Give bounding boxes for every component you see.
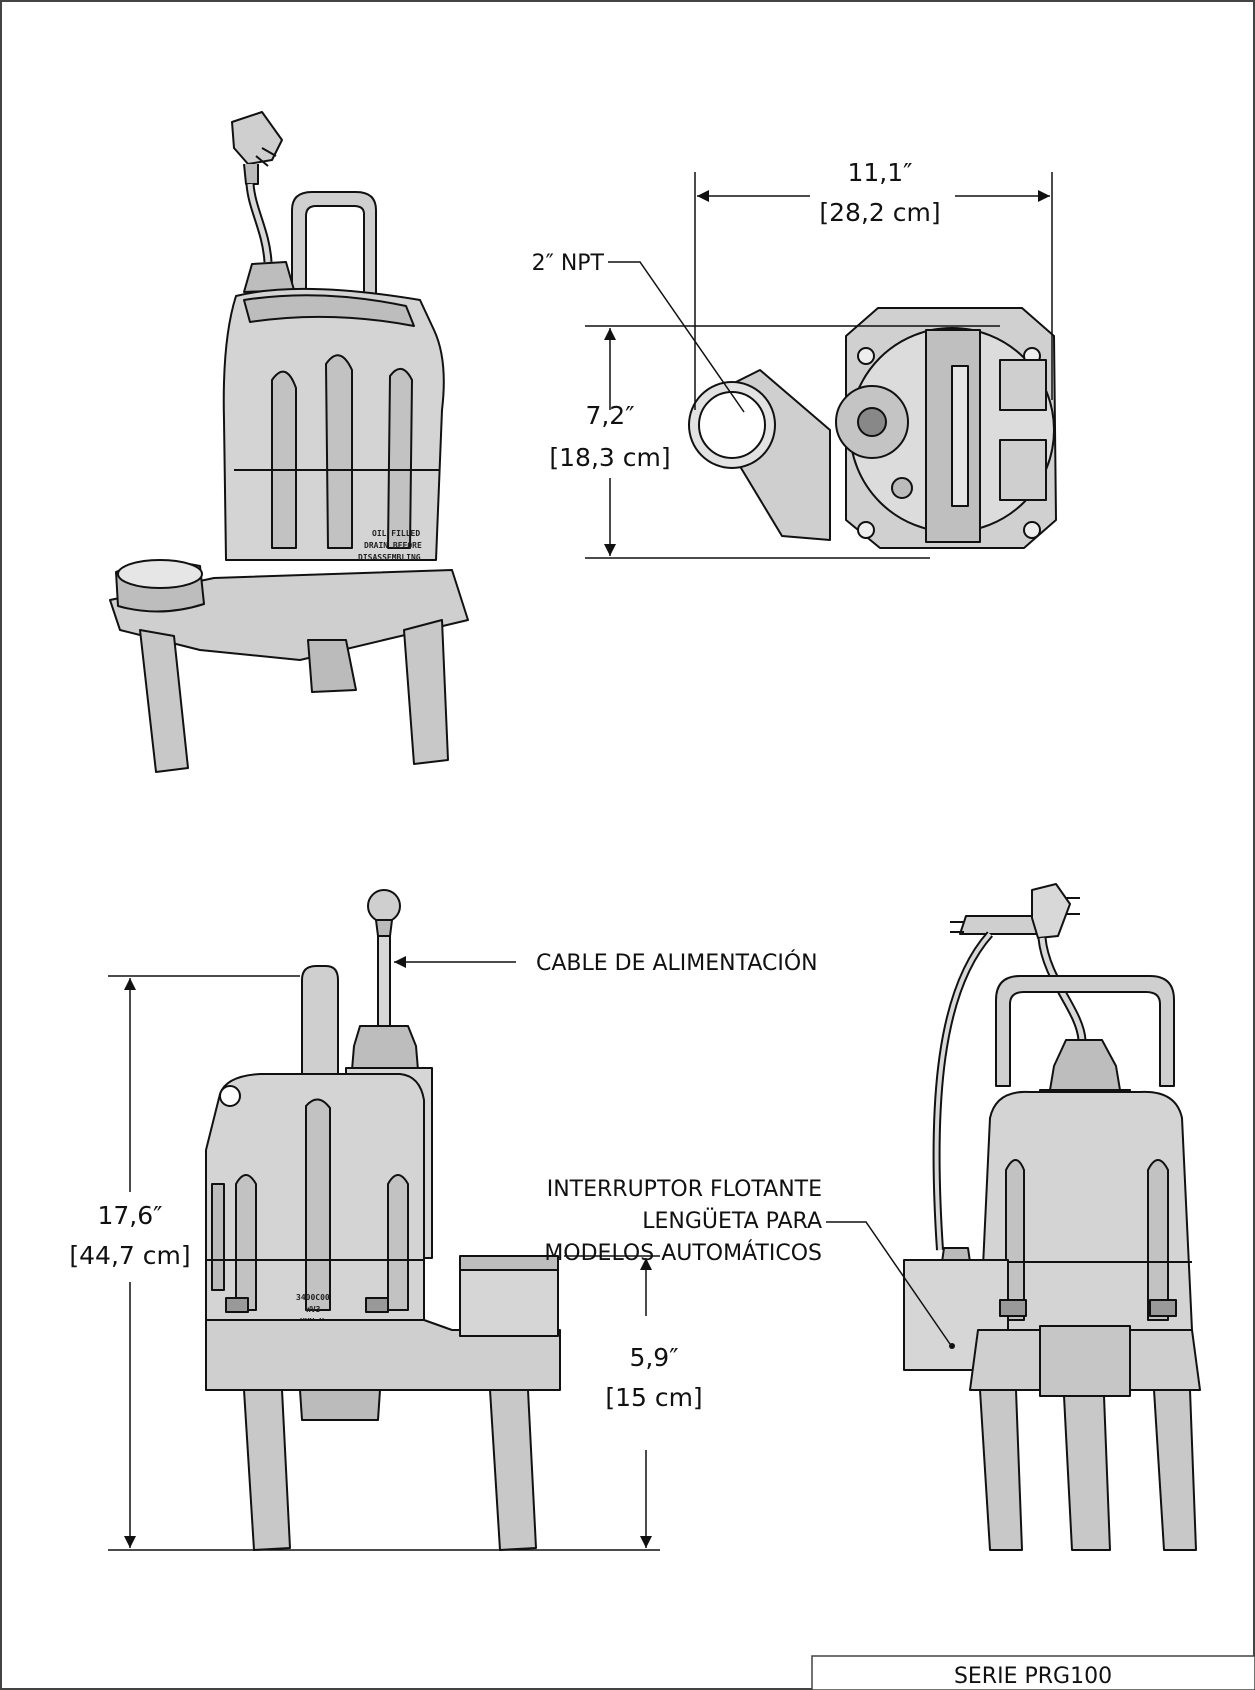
plug-icon bbox=[950, 883, 1080, 939]
height-inches: 17,6″ bbox=[97, 1201, 162, 1230]
float-label-line3: MODELOS AUTOMÁTICOS bbox=[544, 1240, 822, 1266]
depth-cm: [18,3 cm] bbox=[549, 443, 670, 472]
dim-inlet bbox=[564, 1255, 660, 1548]
npt-label: 2″ NPT bbox=[532, 251, 605, 276]
width-cm: [28,2 cm] bbox=[819, 198, 940, 227]
pump-base bbox=[205, 1319, 561, 1391]
float-label-line1: INTERRUPTOR FLOTANTE bbox=[547, 1177, 822, 1202]
title-block: SERIE PRG100 bbox=[811, 1655, 1255, 1690]
inlet-inches: 5,9″ bbox=[629, 1343, 678, 1372]
plate-line2: WV3 bbox=[306, 1305, 321, 1314]
warning-line1: OIL FILLED bbox=[372, 529, 420, 538]
plug-icon bbox=[367, 889, 401, 937]
discharge-outlet bbox=[459, 1265, 559, 1337]
warning-line3: DISASSEMBLING bbox=[358, 553, 421, 562]
plug-icon bbox=[231, 111, 283, 185]
power-cord-label: CABLE DE ALIMENTACIÓN bbox=[536, 950, 818, 976]
cord bbox=[377, 935, 391, 1027]
width-inches: 11,1″ bbox=[847, 158, 912, 187]
front-view bbox=[903, 883, 1201, 1551]
isometric-view: OIL FILLED DRAIN BEFORE DISASSEMBLING bbox=[109, 111, 469, 773]
carry-handle bbox=[995, 975, 1175, 1087]
top-view bbox=[688, 307, 1057, 549]
motor-housing bbox=[979, 1090, 1193, 1331]
dim-height bbox=[108, 975, 660, 1551]
side-view: 3400C00 WV3 XXX X bbox=[205, 889, 561, 1551]
dim-width bbox=[694, 172, 1053, 410]
depth-inches: 7,2″ bbox=[585, 401, 634, 430]
inlet-cm: [15 cm] bbox=[605, 1383, 702, 1412]
dim-depth bbox=[585, 325, 1000, 559]
plate-line1: 3400C00 bbox=[296, 1293, 330, 1302]
carry-handle bbox=[301, 965, 339, 1081]
callout-float-switch bbox=[826, 1221, 951, 1345]
float-label-line2: LENGÜETA PARA bbox=[642, 1208, 822, 1234]
series-title: SERIE PRG100 bbox=[954, 1664, 1112, 1689]
warning-line2: DRAIN BEFORE bbox=[364, 541, 422, 550]
callout-npt bbox=[608, 261, 745, 413]
height-cm: [44,7 cm] bbox=[69, 1241, 190, 1270]
